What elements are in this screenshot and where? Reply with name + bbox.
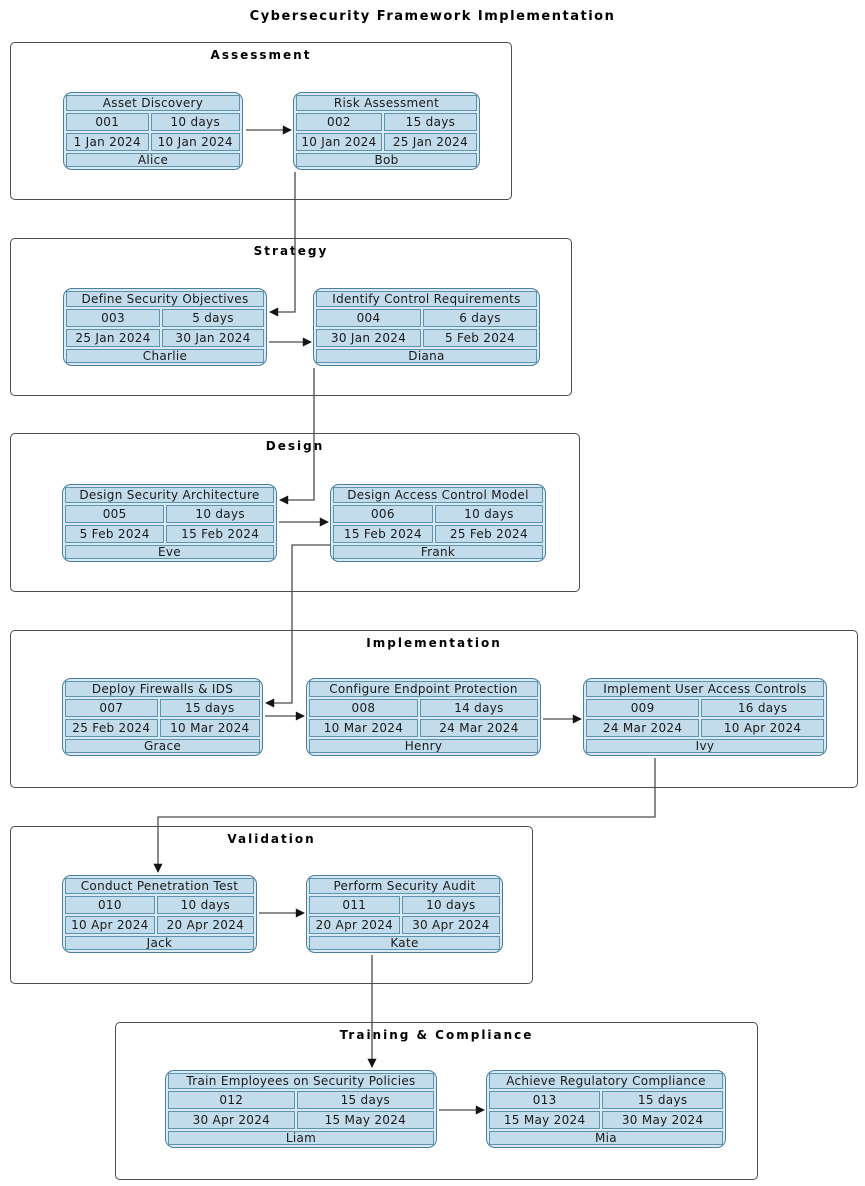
task-start-date: 30 Apr 2024: [168, 1111, 295, 1129]
task-title: Asset Discovery: [66, 95, 240, 111]
task-duration: 15 days: [296, 1091, 434, 1109]
task-owner: Ivy: [586, 739, 824, 753]
task-duration: 15 days: [602, 1091, 723, 1109]
task-card-012: Train Employees on Security Policies 012…: [165, 1070, 437, 1148]
task-title: Implement User Access Controls: [586, 681, 824, 697]
task-start-date: 15 Feb 2024: [333, 525, 433, 543]
task-title: Perform Security Audit: [309, 878, 500, 894]
task-owner: Jack: [65, 936, 254, 950]
task-end-date: 10 Jan 2024: [150, 133, 240, 151]
phase-title: Assessment: [210, 48, 312, 62]
task-id: 003: [66, 309, 161, 327]
task-start-date: 30 Jan 2024: [316, 329, 422, 347]
task-owner: Kate: [309, 936, 500, 950]
task-title: Configure Endpoint Protection: [309, 681, 538, 697]
task-id: 007: [65, 699, 158, 717]
task-end-date: 10 Mar 2024: [159, 719, 260, 737]
task-id: 005: [65, 505, 165, 523]
task-title: Risk Assessment: [296, 95, 477, 111]
task-owner: Charlie: [66, 349, 264, 363]
task-id: 013: [489, 1091, 601, 1109]
task-title: Achieve Regulatory Compliance: [489, 1073, 723, 1089]
task-title: Design Security Architecture: [65, 487, 274, 503]
task-duration: 10 days: [434, 505, 543, 523]
task-title: Design Access Control Model: [333, 487, 543, 503]
task-duration: 10 days: [401, 896, 500, 914]
task-title: Identify Control Requirements: [316, 291, 537, 307]
task-end-date: 24 Mar 2024: [419, 719, 538, 737]
task-owner: Grace: [65, 739, 260, 753]
task-owner: Liam: [168, 1131, 434, 1145]
task-id: 010: [65, 896, 155, 914]
task-end-date: 5 Feb 2024: [423, 329, 537, 347]
task-id: 011: [309, 896, 400, 914]
phase-title: Strategy: [253, 244, 329, 258]
task-title: Define Security Objectives: [66, 291, 264, 307]
task-end-date: 30 May 2024: [602, 1111, 723, 1129]
task-owner: Diana: [316, 349, 537, 363]
diagram-title: Cybersecurity Framework Implementation: [249, 9, 616, 24]
task-end-date: 15 Feb 2024: [166, 525, 274, 543]
phase-title: Implementation: [366, 636, 502, 650]
task-duration: 5 days: [162, 309, 264, 327]
task-id: 009: [586, 699, 700, 717]
task-start-date: 1 Jan 2024: [66, 133, 149, 151]
task-start-date: 25 Feb 2024: [65, 719, 158, 737]
task-start-date: 5 Feb 2024: [65, 525, 165, 543]
task-end-date: 25 Feb 2024: [434, 525, 543, 543]
phase-title: Training & Compliance: [339, 1028, 534, 1042]
task-id: 002: [296, 113, 382, 131]
task-end-date: 30 Jan 2024: [162, 329, 264, 347]
phase-title: Design: [265, 439, 325, 453]
task-id: 008: [309, 699, 418, 717]
task-duration: 16 days: [701, 699, 824, 717]
task-owner: Alice: [66, 153, 240, 167]
task-start-date: 25 Jan 2024: [66, 329, 161, 347]
task-duration: 15 days: [383, 113, 477, 131]
task-end-date: 20 Apr 2024: [156, 916, 254, 934]
task-start-date: 10 Apr 2024: [65, 916, 155, 934]
task-id: 004: [316, 309, 422, 327]
task-owner: Bob: [296, 153, 477, 167]
phase-title: Validation: [227, 832, 316, 846]
task-duration: 14 days: [419, 699, 538, 717]
task-end-date: 30 Apr 2024: [401, 916, 500, 934]
task-start-date: 10 Jan 2024: [296, 133, 382, 151]
task-end-date: 10 Apr 2024: [701, 719, 824, 737]
task-duration: 10 days: [166, 505, 274, 523]
task-start-date: 15 May 2024: [489, 1111, 601, 1129]
task-duration: 15 days: [159, 699, 260, 717]
task-owner: Mia: [489, 1131, 723, 1145]
task-owner: Henry: [309, 739, 538, 753]
task-owner: Frank: [333, 545, 543, 559]
task-end-date: 25 Jan 2024: [383, 133, 477, 151]
task-id: 001: [66, 113, 149, 131]
task-duration: 6 days: [423, 309, 537, 327]
task-duration: 10 days: [156, 896, 254, 914]
task-duration: 10 days: [150, 113, 240, 131]
task-title: Deploy Firewalls & IDS: [65, 681, 260, 697]
task-start-date: 24 Mar 2024: [586, 719, 700, 737]
task-owner: Eve: [65, 545, 274, 559]
task-id: 006: [333, 505, 433, 523]
task-title: Conduct Penetration Test: [65, 878, 254, 894]
task-id: 012: [168, 1091, 295, 1109]
task-start-date: 20 Apr 2024: [309, 916, 400, 934]
task-end-date: 15 May 2024: [296, 1111, 434, 1129]
task-title: Train Employees on Security Policies: [168, 1073, 434, 1089]
task-start-date: 10 Mar 2024: [309, 719, 418, 737]
